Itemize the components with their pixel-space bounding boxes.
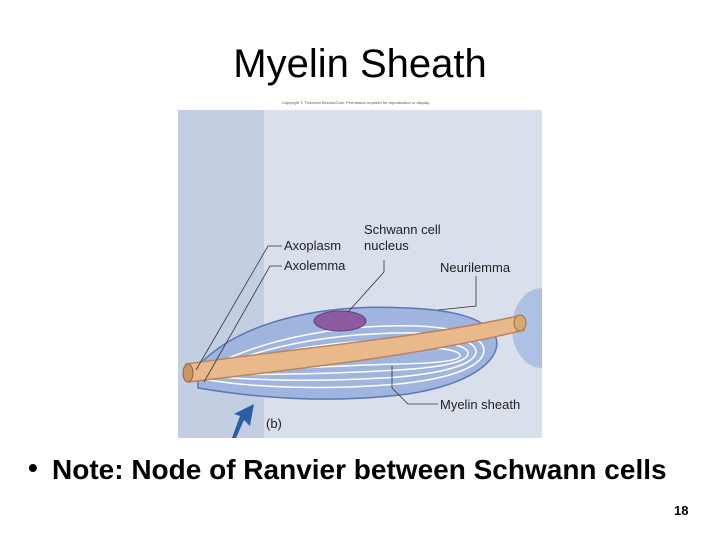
- label-schwann-nucleus: nucleus: [364, 238, 409, 253]
- label-schwann-cell: Schwann cell: [364, 222, 441, 237]
- label-axoplasm: Axoplasm: [284, 238, 341, 253]
- label-axolemma: Axolemma: [284, 258, 346, 273]
- axon-end: [183, 364, 193, 382]
- slide-title: Myelin Sheath: [0, 42, 720, 87]
- copyright-text: Copyright © Thomson Brooks/Cole. Permiss…: [282, 100, 430, 105]
- bullet-note: Note: Node of Ranvier between Schwann ce…: [52, 452, 692, 488]
- myelin-figure: Copyright © Thomson Brooks/Cole. Permiss…: [178, 98, 542, 438]
- label-neurilemma: Neurilemma: [440, 260, 511, 275]
- bullet-icon: •: [28, 452, 38, 484]
- panel-label: (b): [266, 416, 282, 431]
- schwann-nucleus: [314, 311, 366, 331]
- label-myelin-sheath: Myelin sheath: [440, 397, 520, 412]
- myelin-diagram: Copyright © Thomson Brooks/Cole. Permiss…: [178, 98, 542, 438]
- slide-number: 18: [674, 503, 688, 518]
- axon-end-right: [514, 315, 526, 331]
